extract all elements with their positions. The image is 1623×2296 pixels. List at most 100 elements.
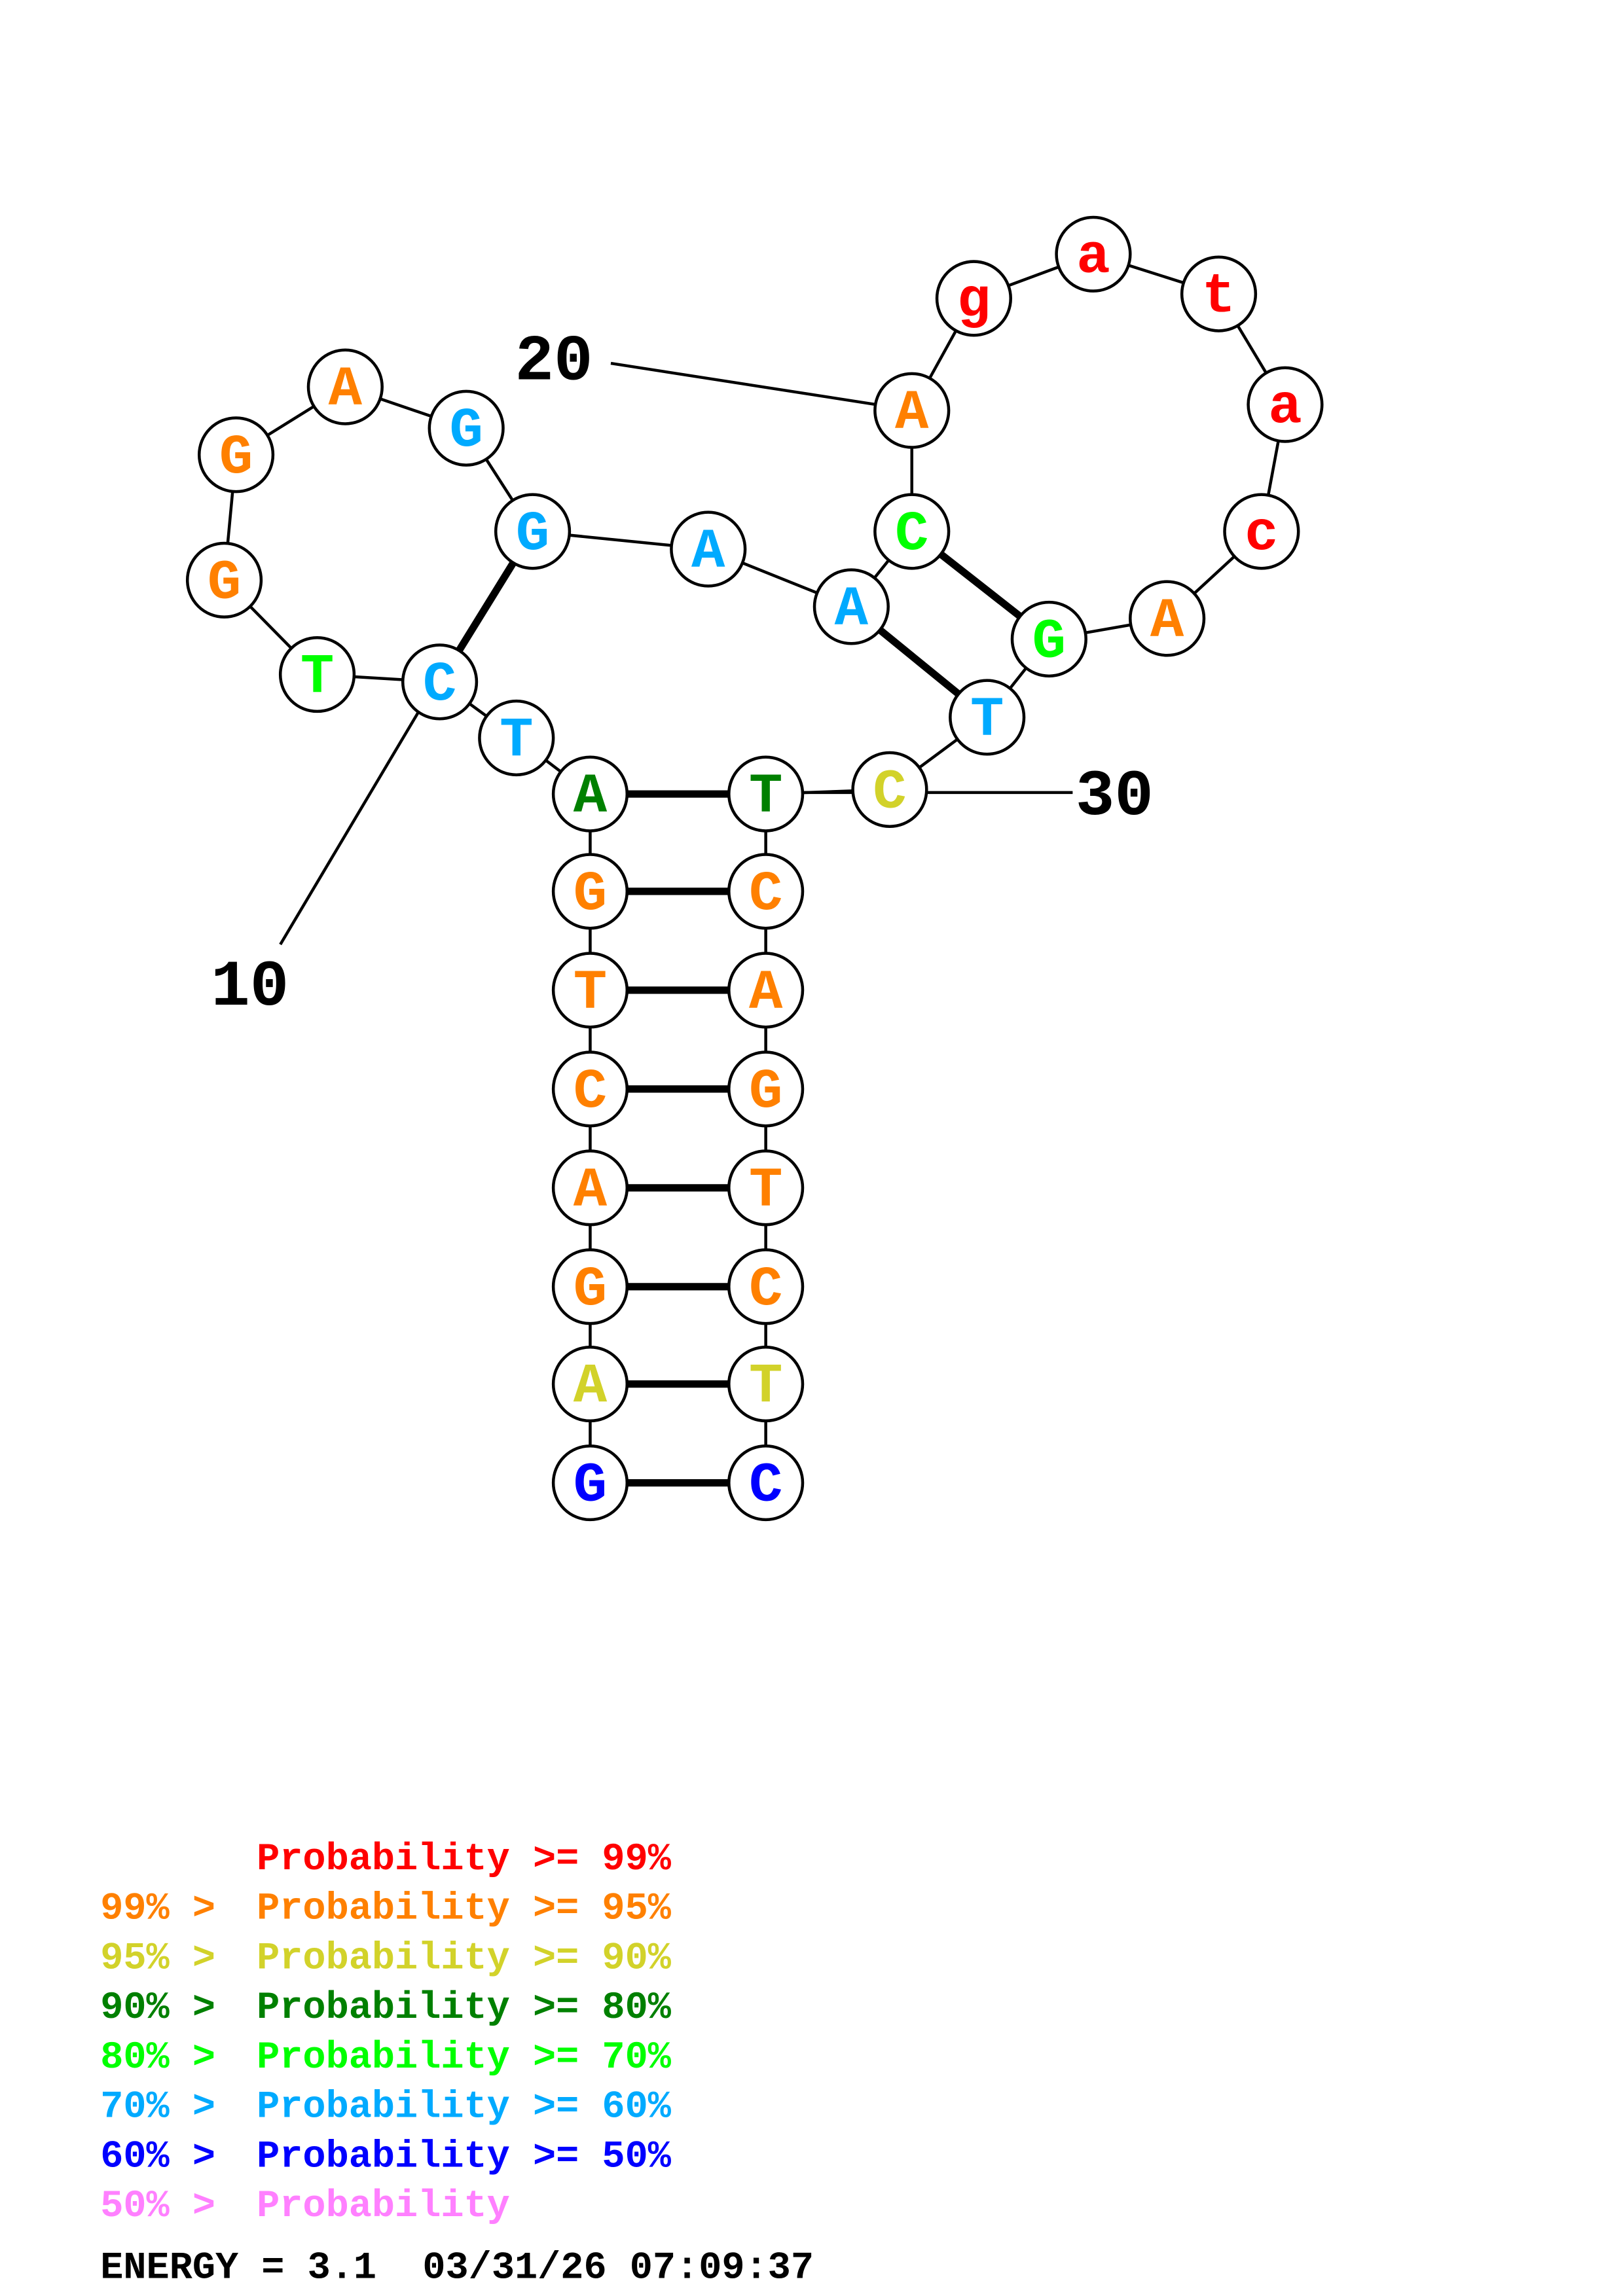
legend-prefix: 60% > bbox=[100, 2134, 238, 2178]
nucleotide-circle bbox=[401, 643, 479, 721]
nucleotide-circle bbox=[478, 699, 555, 777]
nucleotide-letter: T bbox=[749, 765, 782, 829]
nucleotide-circle bbox=[551, 1149, 629, 1227]
nucleotide-34: T bbox=[727, 1149, 805, 1227]
nucleotide-18: A bbox=[812, 568, 890, 645]
nucleotide-29: C bbox=[851, 751, 928, 828]
nucleotide-1: G bbox=[551, 1444, 629, 1522]
position-label-30: 30 bbox=[1076, 760, 1154, 834]
nucleotide-letter: G bbox=[1032, 611, 1066, 674]
nucleotide-circle bbox=[197, 416, 275, 493]
nucleotide-letter: T bbox=[574, 961, 607, 1025]
nucleotide-letter: t bbox=[1202, 265, 1235, 329]
position-label-20: 20 bbox=[515, 325, 593, 399]
nucleotide-letter: C bbox=[574, 1060, 607, 1124]
nucleotide-22: a bbox=[1055, 215, 1132, 293]
nucleotide-32: A bbox=[727, 952, 805, 1029]
legend-label: Probability >= 50% bbox=[257, 2134, 672, 2178]
legend-label: Probability >= 70% bbox=[257, 2036, 672, 2079]
nucleotide-circle bbox=[873, 493, 951, 570]
nucleotide-letter: C bbox=[749, 1454, 782, 1518]
legend-label: Probability >= 95% bbox=[257, 1887, 672, 1931]
nucleotide-31: C bbox=[727, 853, 805, 930]
nucleotide-circle bbox=[727, 1444, 805, 1522]
legend-prefix: 99% > bbox=[100, 1887, 238, 1931]
nucleotide-letter: A bbox=[1150, 590, 1184, 653]
nucleotide-letter: T bbox=[301, 646, 334, 709]
nucleotide-5: C bbox=[551, 1050, 629, 1128]
nucleotide-16: G bbox=[494, 493, 572, 570]
nucleotide-letter: A bbox=[895, 382, 929, 445]
nucleotide-circle bbox=[727, 952, 805, 1029]
energy-footer: ENERGY = 3.1 03/31/26 07:09:37 bbox=[100, 2246, 814, 2289]
legend-label: Probability >= 60% bbox=[257, 2085, 672, 2129]
nucleotide-12: G bbox=[185, 541, 263, 619]
nucleotide-circle bbox=[1223, 493, 1300, 570]
legend-prefix: 70% > bbox=[100, 2085, 238, 2129]
nucleotide-10: C bbox=[401, 643, 479, 721]
nucleotide-circle bbox=[551, 1345, 629, 1423]
nucleotide-letter: G bbox=[208, 551, 241, 615]
nucleotide-23: t bbox=[1180, 255, 1258, 332]
nucleotide-letter: C bbox=[749, 1258, 782, 1321]
nucleotide-circle bbox=[727, 1149, 805, 1227]
probability-legend: Probability >= 99% 99% > Probability >= 9… bbox=[100, 1837, 671, 2228]
nucleotide-13: G bbox=[197, 416, 275, 493]
nucleotide-circle bbox=[670, 511, 747, 588]
nucleotide-2: A bbox=[551, 1345, 629, 1423]
nucleotide-letter: A bbox=[574, 1355, 608, 1419]
legend-row: 99% > Probability >= 95% bbox=[100, 1887, 671, 1931]
nucleotide-14: A bbox=[306, 348, 384, 425]
nucleotide-circle bbox=[278, 636, 356, 713]
nucleotide-circle bbox=[727, 755, 805, 833]
nucleotide-circle bbox=[185, 541, 263, 619]
legend-label: Probability >= 99% bbox=[257, 1837, 672, 1881]
nucleotide-19: C bbox=[873, 493, 951, 570]
label-10-leader bbox=[279, 700, 426, 946]
nucleotide-letter: G bbox=[516, 503, 549, 566]
legend-row: 60% > Probability >= 50% bbox=[100, 2134, 671, 2178]
legend-label: Probability >= 90% bbox=[257, 1936, 672, 1980]
nucleotide-letter: T bbox=[749, 1159, 782, 1223]
nucleotide-circle bbox=[551, 755, 629, 833]
nucleotide-11: T bbox=[278, 636, 356, 713]
nucleotide-circle bbox=[551, 1050, 629, 1128]
nucleotide-circle bbox=[551, 1444, 629, 1522]
nucleotide-letter: G bbox=[574, 1258, 607, 1321]
legend-row: 95% > Probability >= 90% bbox=[100, 1936, 671, 1980]
nucleotide-letter: G bbox=[449, 399, 483, 463]
legend-label: Probability bbox=[257, 2184, 510, 2228]
nucleotide-26: A bbox=[1129, 580, 1206, 657]
nucleotide-circle bbox=[935, 260, 1012, 337]
nucleotide-letter: C bbox=[873, 761, 906, 824]
nucleotide-33: G bbox=[727, 1050, 805, 1128]
nucleotide-circle bbox=[949, 679, 1026, 756]
nucleotide-circle bbox=[551, 1248, 629, 1325]
legend-prefix: 50% > bbox=[100, 2184, 238, 2228]
nucleotide-letter: c bbox=[1245, 503, 1278, 566]
position-labels: 10 20 30 bbox=[211, 325, 1154, 1024]
nucleotide-letter: A bbox=[329, 358, 363, 422]
nucleotide-circle bbox=[306, 348, 384, 425]
nucleotide-circle bbox=[727, 1248, 805, 1325]
nucleotide-circle bbox=[1247, 366, 1324, 443]
nucleotide-letter: C bbox=[895, 503, 928, 566]
nucleotide-9: T bbox=[478, 699, 555, 777]
nucleotide-letter: C bbox=[423, 653, 456, 717]
legend-label: Probability >= 80% bbox=[257, 1986, 672, 2030]
legend-prefix: 90% > bbox=[100, 1986, 238, 2030]
legend-row: 80% > Probability >= 70% bbox=[100, 2036, 671, 2079]
nucleotide-35: C bbox=[727, 1248, 805, 1325]
nucleotide-circle bbox=[551, 952, 629, 1029]
nucleotide-circle bbox=[812, 568, 890, 645]
nucleotide-circle bbox=[494, 493, 572, 570]
nucleotide-circle bbox=[727, 1345, 805, 1423]
nucleotide-letter: a bbox=[1076, 225, 1110, 289]
nucleotide-letter: A bbox=[691, 520, 725, 584]
nucleotide-letter: g bbox=[957, 270, 991, 333]
nucleotide-15: G bbox=[428, 389, 505, 467]
legend-prefix: 95% > bbox=[100, 1936, 238, 1980]
